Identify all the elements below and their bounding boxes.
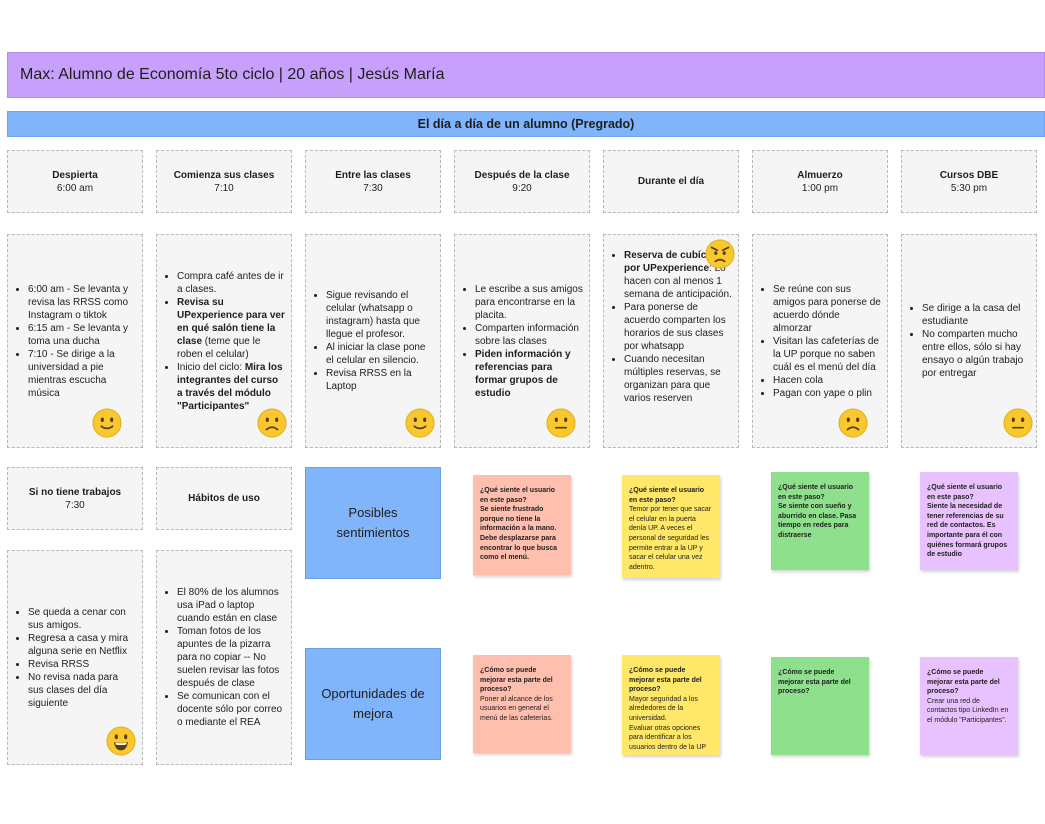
list-item: No revisa nada para sus clases del día s… (28, 671, 136, 710)
sticky-note-improvement-green: ¿Cómo se puede mejorar esta parte del pr… (771, 657, 869, 755)
list-item: Se dirige a la casa del estudiante (922, 302, 1030, 328)
angry-face-icon (705, 239, 735, 269)
slightly-smiling-face-icon (405, 408, 435, 438)
stage-title: Cursos DBE (939, 169, 999, 181)
list-item: 7:10 - Se dirige a la universidad a pie … (28, 348, 136, 400)
list-item: Visitan las cafeterías de la UP porque n… (773, 335, 881, 374)
journey-title: El día a día de un alumno (Pregrado) (417, 117, 635, 131)
list-item: El 80% de los alumnos usa iPad o laptop … (177, 586, 285, 625)
sticky-note-feeling-yellow: ¿Qué siente el usuario en este paso? Tem… (622, 475, 720, 578)
activity-card-habitos: El 80% de los alumnos usa iPad o laptop … (156, 550, 292, 765)
activity-card-comienza: Compra café antes de ir a clases. Revisa… (156, 234, 292, 448)
stage-title: Despierta (52, 169, 98, 181)
stage-time: 9:20 (512, 182, 532, 194)
list-item: 6:15 am - Se levanta y toma una ducha (28, 322, 136, 348)
list-item: Revisa su UPexperience para ver en qué s… (177, 296, 285, 361)
stage-header-despues: Después de la clase 9:20 (454, 150, 590, 213)
list-item: No comparten mucho entre ellos, sólo si … (922, 328, 1030, 380)
activity-card-durante: Reserva de cubículos por UPexperience: L… (603, 234, 739, 448)
activity-card-despues: Le escribe a sus amigos para encontrarse… (454, 234, 590, 448)
stage-title: Después de la clase (474, 169, 570, 181)
feelings-label: Posibles sentimientos (305, 467, 441, 579)
list-item: Toman fotos de los apuntes de la pizarra… (177, 625, 285, 690)
stage-title: Durante el día (637, 176, 705, 187)
sticky-note-improvement-yellow: ¿Cómo se puede mejorar esta parte del pr… (622, 655, 720, 755)
stage-title: Almuerzo (797, 169, 843, 181)
stage-time: 7:10 (214, 182, 234, 194)
stage-header-almuerzo: Almuerzo 1:00 pm (752, 150, 888, 213)
list-item: Revisa RRSS (28, 658, 136, 671)
stage-time: 7:30 (65, 499, 85, 511)
stage-header-despierta: Despierta 6:00 am (7, 150, 143, 213)
list-item: Se comunican con el docente sólo por cor… (177, 690, 285, 729)
stage-time: 7:30 (363, 182, 383, 194)
list-item: Compra café antes de ir a clases. (177, 270, 285, 296)
journey-title-bar: El día a día de un alumno (Pregrado) (7, 111, 1045, 137)
stage-header-entre: Entre las clases 7:30 (305, 150, 441, 213)
stage-header-habitos: Hábitos de uso (156, 467, 292, 530)
list-item: Pagan con yape o plin (773, 387, 881, 400)
list-item: Comparten información sobre las clases (475, 322, 583, 348)
stage-header-sin-trabajos: Si no tiene trabajos 7:30 (7, 467, 143, 530)
stage-time: 5:30 pm (950, 182, 988, 194)
list-item: Se queda a cenar con sus amigos. (28, 606, 136, 632)
list-item: Reserva de cubículos por UPexperience: L… (624, 249, 732, 301)
list-item: 6:00 am - Se levanta y revisa las RRSS c… (28, 283, 136, 322)
stage-time: 6:00 am (56, 182, 94, 194)
stage-time: 1:00 pm (801, 182, 839, 194)
neutral-face-icon (546, 408, 576, 438)
activity-card-almuerzo: Se reúne con sus amigos para ponerse de … (752, 234, 888, 448)
sticky-note-improvement-red: ¿Cómo se puede mejorar esta parte del pr… (473, 655, 571, 753)
persona-title: Max: Alumno de Economía 5to ciclo | 20 a… (20, 66, 445, 83)
stage-title: Hábitos de uso (188, 493, 260, 504)
stage-header-dbe: Cursos DBE 5:30 pm (901, 150, 1037, 213)
list-item: Para ponerse de acuerdo comparten los ho… (624, 301, 732, 353)
stage-header-comienza: Comienza sus clases 7:10 (156, 150, 292, 213)
sticky-note-feeling-green: ¿Qué siente el usuario en este paso? Se … (771, 472, 869, 570)
list-item: Piden información y referencias para for… (475, 348, 583, 400)
slightly-smiling-face-icon (92, 408, 122, 438)
sticky-note-improvement-purple: ¿Cómo se puede mejorar esta parte del pr… (920, 657, 1018, 755)
list-item: Se reúne con sus amigos para ponerse de … (773, 283, 881, 335)
sticky-note-feeling-purple: ¿Qué siente el usuario en este paso? Sie… (920, 472, 1018, 570)
list-item: Al iniciar la clase pone el celular en s… (326, 341, 434, 367)
list-item: Cuando necesitan múltiples reservas, se … (624, 353, 732, 405)
neutral-face-icon (1003, 408, 1033, 438)
list-item: Le escribe a sus amigos para encontrarse… (475, 283, 583, 322)
grinning-face-icon (106, 726, 136, 756)
list-item: Inicio del ciclo: Mira los integrantes d… (177, 361, 285, 413)
list-item: Revisa RRSS en la Laptop (326, 367, 434, 393)
stage-title: Entre las clases (335, 169, 411, 181)
sticky-note-feeling-red: ¿Qué siente el usuario en este paso? Se … (473, 475, 571, 575)
persona-banner: Max: Alumno de Economía 5to ciclo | 20 a… (7, 52, 1045, 98)
stage-header-durante: Durante el día (603, 150, 739, 213)
slightly-frowning-face-icon (838, 408, 868, 438)
list-item: Hacen cola (773, 374, 881, 387)
list-item: Regresa a casa y mira alguna serie en Ne… (28, 632, 136, 658)
activity-card-despierta: 6:00 am - Se levanta y revisa las RRSS c… (7, 234, 143, 448)
slightly-frowning-face-icon (257, 408, 287, 438)
opportunities-label: Oportunidades de mejora (305, 648, 441, 760)
list-item: Sigue revisando el celular (whatsapp o i… (326, 289, 434, 341)
stage-title: Comienza sus clases (173, 169, 275, 181)
stage-title: Si no tiene trabajos (28, 486, 122, 498)
